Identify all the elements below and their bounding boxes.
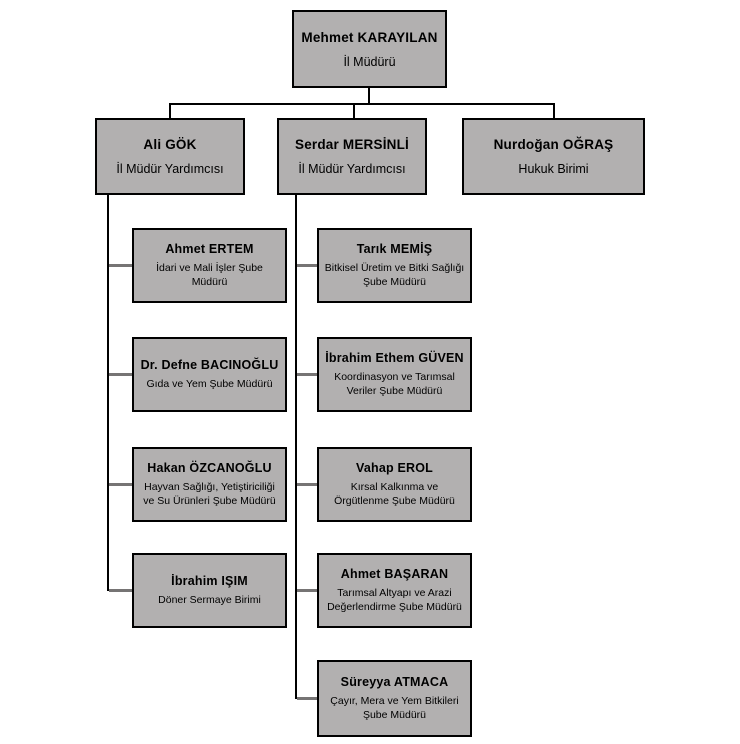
node-person-name: Tarık MEMİŞ: [356, 242, 433, 257]
node-role-title: Koordinasyon ve Tarımsal Veriler Şube Mü…: [334, 371, 455, 397]
node-person-name: İbrahim Ethem GÜVEN: [325, 351, 464, 366]
node-person-name: Vahap EROL: [355, 461, 434, 476]
node-role-title: Çayır, Mera ve Yem Bitkileri Şube Müdürü: [330, 695, 459, 721]
node-role-title: İl Müdür Yardımcısı: [116, 162, 224, 176]
node-person-name: Serdar MERSİNLİ: [294, 137, 410, 152]
node-role-title: Bitkisel Üretim ve Bitki Sağlığı Şube Mü…: [324, 262, 465, 288]
org-node-il-mudur-yardimcisi-1: Ali GÖK İl Müdür Yardımcısı: [95, 118, 245, 195]
node-role-title: Gıda ve Yem Şube Müdürü: [146, 377, 273, 390]
connector-stub-vahap-erol: [297, 483, 317, 486]
connector-drop-ali-gok: [169, 104, 171, 118]
node-person-name: Ahmet ERTEM: [165, 242, 254, 257]
node-person-name: Ali GÖK: [143, 137, 197, 152]
org-node-gida-yem: Dr. Defne BACINOĞLU Gıda ve Yem Şube Müd…: [132, 337, 287, 412]
org-node-koordinasyon: İbrahim Ethem GÜVEN Koordinasyon ve Tarı…: [317, 337, 472, 412]
connector-stub-ibrahim-ethem-guven: [297, 373, 317, 376]
connector-stub-tarik-memis: [297, 264, 317, 267]
node-person-name: Süreyya ATMACA: [340, 675, 449, 690]
node-role-title: İdari ve Mali İşler Şube Müdürü: [156, 262, 263, 288]
node-person-name: Nurdoğan OĞRAŞ: [493, 137, 614, 152]
connector-stub-ibrahim-isim: [109, 589, 132, 592]
node-role-title: Hukuk Birimi: [518, 162, 589, 176]
node-role-title: Hayvan Sağlığı, Yetiştiriciliği ve Su Ür…: [143, 481, 276, 507]
connector-stub-hakan-ozcanoglu: [109, 483, 132, 486]
connector-stub-defne-bacinoglu: [109, 373, 132, 376]
node-person-name: Dr. Defne BACINOĞLU: [140, 357, 279, 372]
node-person-name: Hakan ÖZCANOĞLU: [147, 461, 272, 476]
org-node-hukuk-birimi: Nurdoğan OĞRAŞ Hukuk Birimi: [462, 118, 645, 195]
org-node-doner-sermaye: İbrahim IŞIM Döner Sermaye Birimi: [132, 553, 287, 628]
org-node-il-muduru: Mehmet KARAYILAN İl Müdürü: [292, 10, 447, 88]
node-role-title: Döner Sermaye Birimi: [158, 593, 261, 606]
node-role-title: Kırsal Kalkınma ve Örgütlenme Şube Müdür…: [334, 481, 455, 507]
org-node-bitkisel-uretim: Tarık MEMİŞ Bitkisel Üretim ve Bitki Sağ…: [317, 228, 472, 303]
connector-left-trunk: [107, 195, 109, 591]
org-node-idari-mali-isler: Ahmet ERTEM İdari ve Mali İşler Şube Müd…: [132, 228, 287, 303]
connector-stub-sureyya-atmaca: [297, 697, 317, 700]
node-person-name: Mehmet KARAYILAN: [301, 29, 438, 45]
connector-stub-ahmet-ertem: [109, 264, 132, 267]
node-role-title: İl Müdür Yardımcısı: [298, 162, 406, 176]
org-node-cayir-mera: Süreyya ATMACA Çayır, Mera ve Yem Bitkil…: [317, 660, 472, 737]
node-role-title: Tarımsal Altyapı ve Arazi Değerlendirme …: [327, 587, 462, 613]
node-person-name: Ahmet BAŞARAN: [340, 567, 449, 582]
connector-drop-serdar-mersinli: [353, 104, 355, 118]
connector-level2-horizontal: [169, 103, 555, 105]
org-node-kirsal-kalkinma: Vahap EROL Kırsal Kalkınma ve Örgütlenme…: [317, 447, 472, 522]
connector-drop-nurdogan-ogras: [553, 104, 555, 118]
org-node-il-mudur-yardimcisi-2: Serdar MERSİNLİ İl Müdür Yardımcısı: [277, 118, 427, 195]
org-node-hayvan-sagligi: Hakan ÖZCANOĞLU Hayvan Sağlığı, Yetiştir…: [132, 447, 287, 522]
connector-root-stub: [368, 88, 370, 104]
node-role-title: İl Müdürü: [343, 54, 396, 69]
node-person-name: İbrahim IŞIM: [171, 573, 248, 588]
org-node-tarimsal-altyapi: Ahmet BAŞARAN Tarımsal Altyapı ve Arazi …: [317, 553, 472, 628]
connector-right-trunk: [295, 195, 297, 699]
connector-stub-ahmet-basaran: [297, 589, 317, 592]
